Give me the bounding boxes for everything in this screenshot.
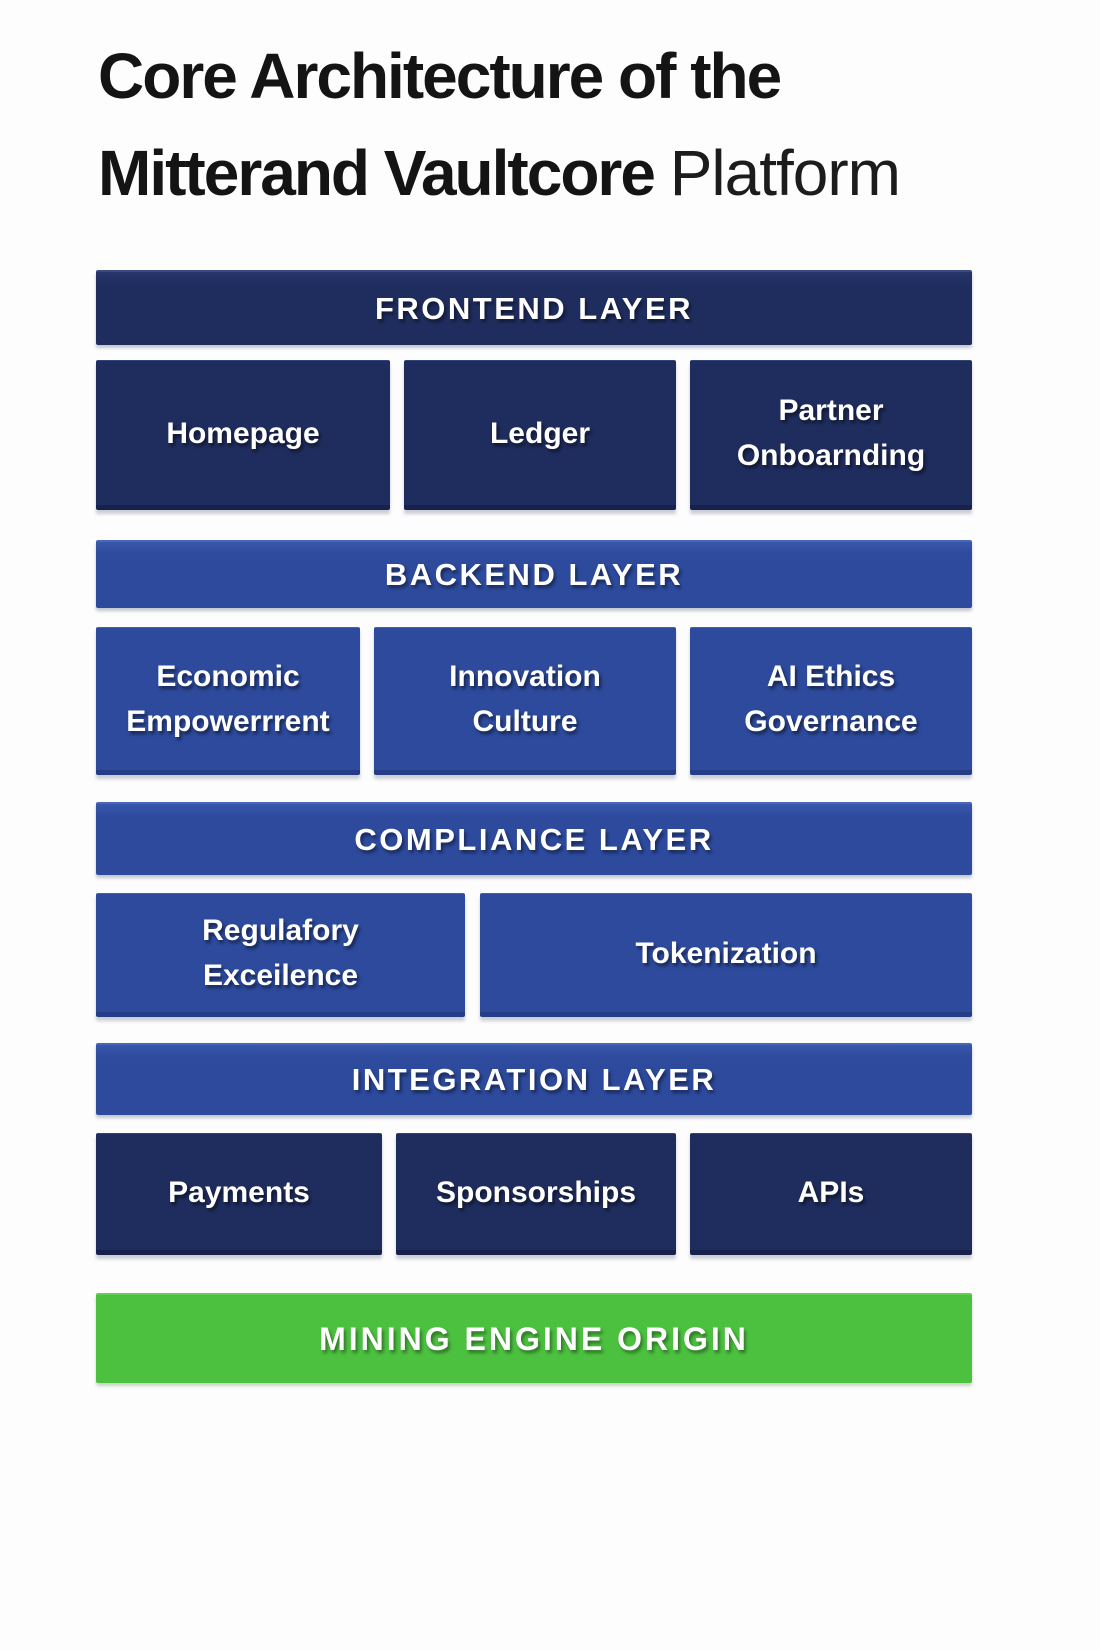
box-ledger: Ledger <box>404 360 676 510</box>
box-payments-label: Payments <box>168 1175 310 1209</box>
page-title: Core Architecture of the Mitterand Vault… <box>98 28 1018 222</box>
page-title-line2-bold: Mitterand Vaultcore <box>98 137 656 209</box>
box-apis-label: APIs <box>797 1175 865 1209</box>
page-title-line2-light: Platform <box>669 137 901 209</box>
box-economic-empowerment-label: Economic Empowerrrent <box>126 660 330 738</box>
box-homepage-label: Homepage <box>166 416 320 450</box>
box-regulatory-excellence-label: Regulafory Exceilence <box>202 914 359 992</box>
page-title-line1: Core Architecture of the <box>98 40 782 112</box>
box-sponsorships-label: Sponsorships <box>435 1175 637 1209</box>
box-sponsorships: Sponsorships <box>396 1133 676 1255</box>
backend-boxes-row: Economic Empowerrrent Innovation Culture… <box>96 627 972 775</box>
box-apis: APIs <box>690 1133 972 1255</box>
box-ai-ethics-governance-label: AI Ethics Governance <box>744 660 918 738</box>
box-tokenization-label: Tokenization <box>635 936 817 970</box>
box-regulatory-excellence: Regulafory Exceilence <box>96 893 465 1017</box>
frontend-boxes-row: Homepage Ledger Partner Onboarnding <box>96 360 972 510</box>
box-innovation-culture: Innovation Culture <box>374 627 676 775</box>
box-partner-onboarding: Partner Onboarnding <box>690 360 972 510</box>
box-ai-ethics-governance: AI Ethics Governance <box>690 627 972 775</box>
integration-layer-header: INTEGRATION LAYER <box>96 1043 972 1115</box>
integration-boxes-row: Payments Sponsorships APIs <box>96 1133 972 1255</box>
box-homepage: Homepage <box>96 360 390 510</box>
mining-engine-origin-bar: MINING ENGINE ORIGIN <box>96 1293 972 1383</box>
box-ledger-label: Ledger <box>489 416 591 450</box>
compliance-layer-header: COMPLIANCE LAYER <box>96 802 972 875</box>
box-partner-onboarding-label: Partner Onboarnding <box>736 394 926 472</box>
frontend-layer-header: FRONTEND LAYER <box>96 270 972 345</box>
compliance-boxes-row: Regulafory Exceilence Tokenization <box>96 893 972 1017</box>
box-economic-empowerment: Economic Empowerrrent <box>96 627 360 775</box>
backend-layer-header: BACKEND LAYER <box>96 540 972 608</box>
box-innovation-culture-label: Innovation Culture <box>449 660 601 738</box>
box-tokenization: Tokenization <box>480 893 972 1017</box>
box-payments: Payments <box>96 1133 382 1255</box>
